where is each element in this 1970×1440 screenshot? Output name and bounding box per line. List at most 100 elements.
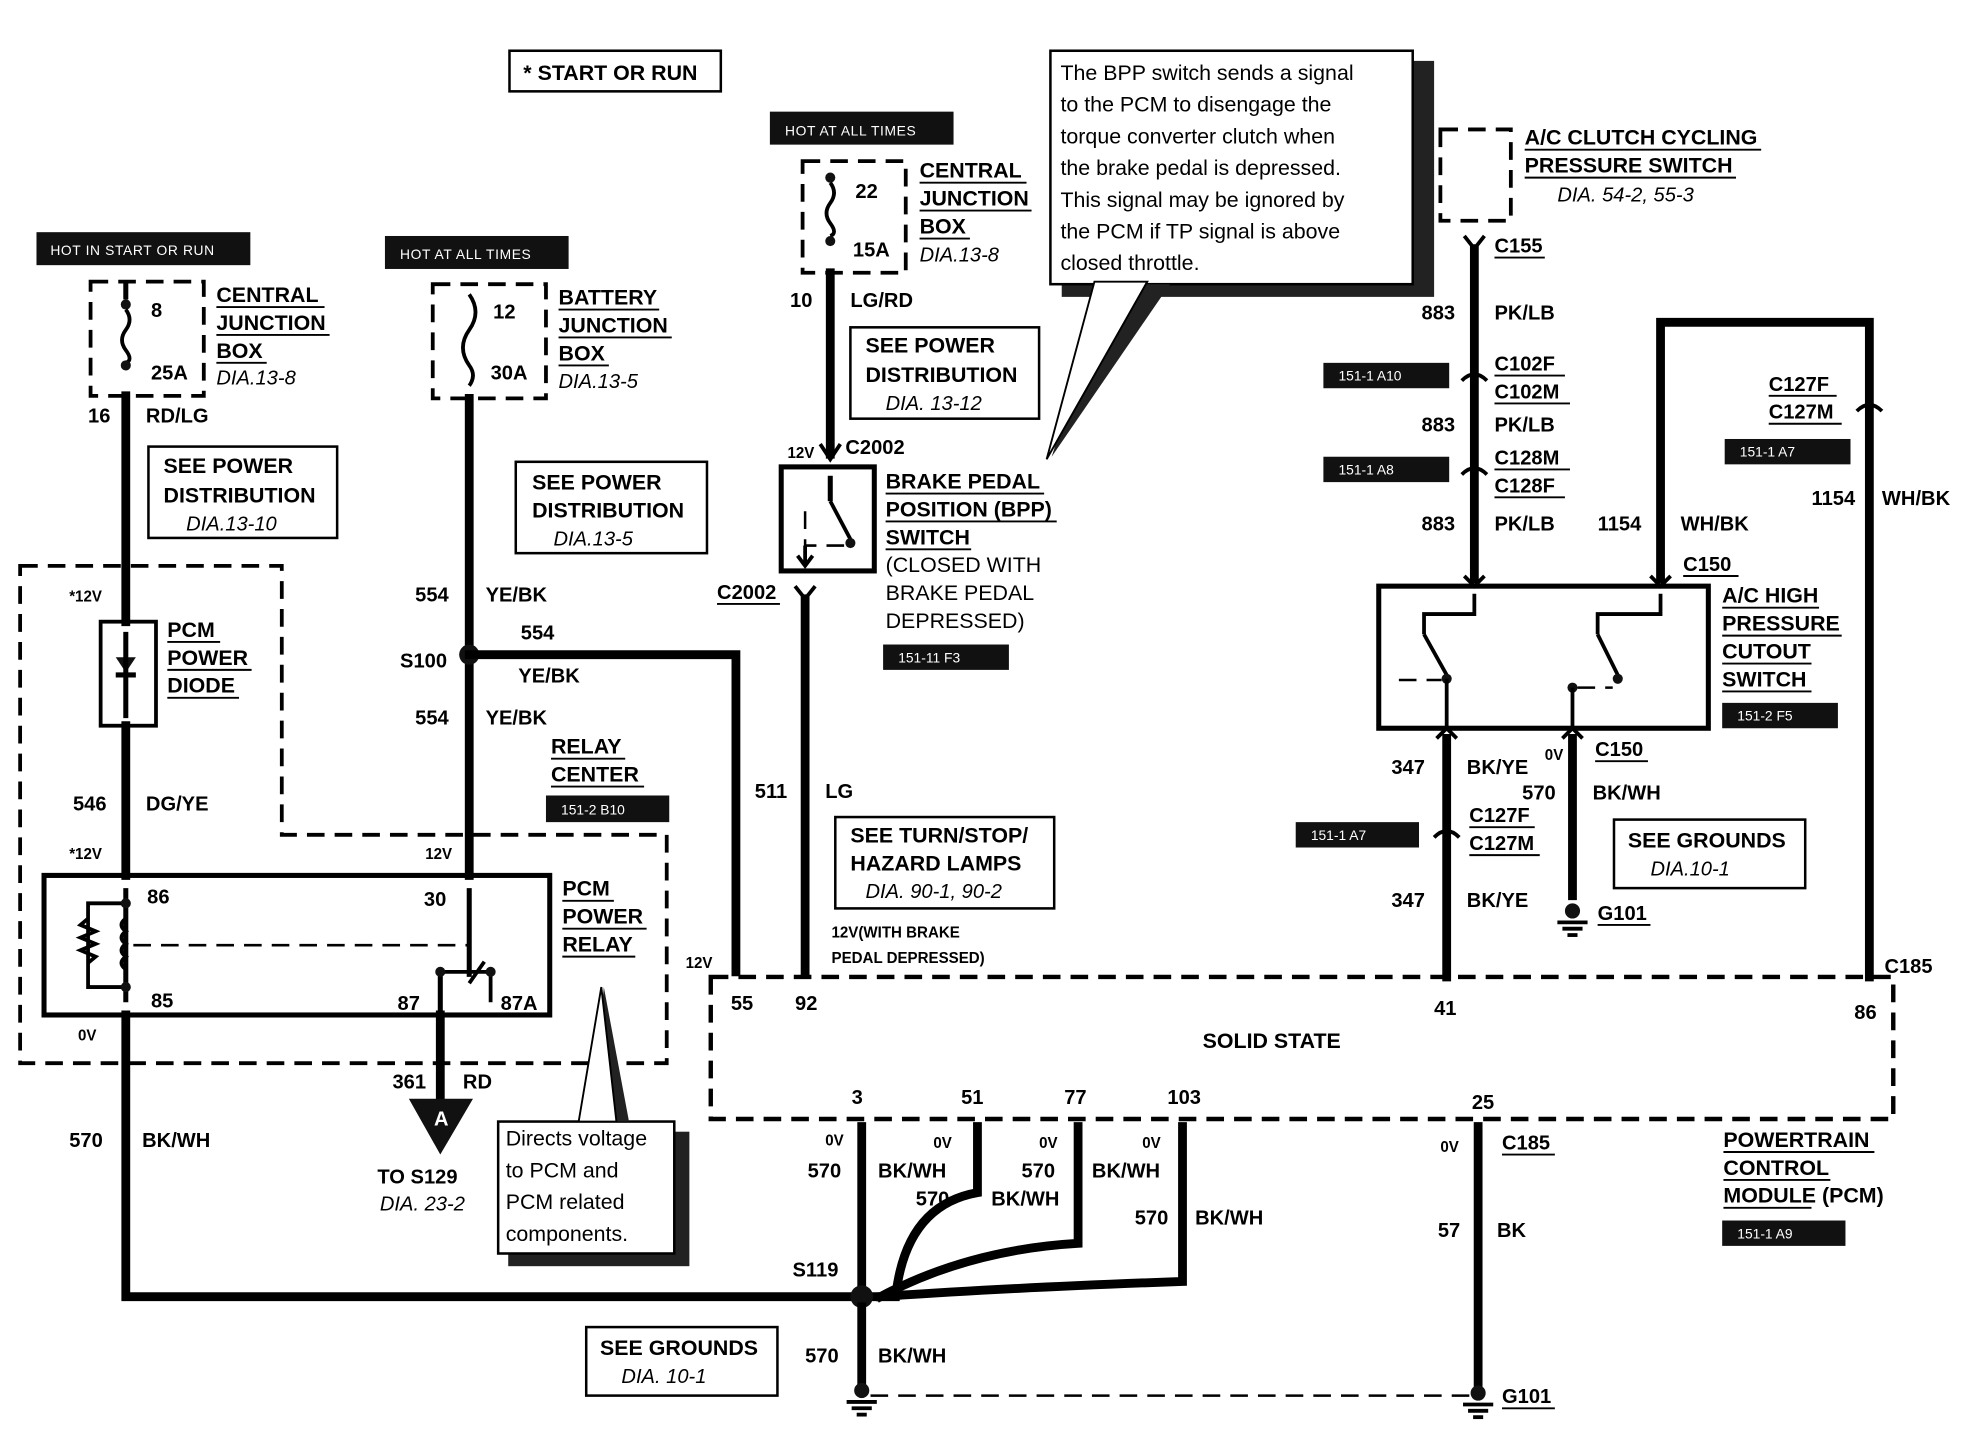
start-or-run-label: * START OR RUN [523,61,697,85]
fuse-icon [461,293,478,387]
grid-tag: 151-1 A7 [1311,827,1367,843]
bpp-note-line: the brake pedal is depressed. [1060,156,1340,180]
bjb-ref: DIA.13-5 [559,371,639,393]
relay-name-2: POWER [562,905,643,929]
wire-570g2-circuit: 570 [916,1188,950,1210]
relay-name-1: PCM [562,877,610,901]
power-distribution-ref-3: SEE POWER DISTRIBUTION DIA. 13-12 [849,326,1041,420]
ref-dia: DIA.10-1 [1650,858,1729,880]
wire-347b-color: BK/YE [1467,890,1528,912]
voltage-label: 12V [787,445,814,462]
cjb-name-1: CENTRAL [216,283,318,307]
bpp-note-line: This signal may be ignored by [1060,188,1344,212]
relay-center-2: CENTER [551,762,639,786]
grid-tag: 151-1 A7 [1740,444,1796,460]
cjb2-name-2: JUNCTION [920,186,1029,210]
fuse-icon [120,308,132,365]
wire-10-circuit: 10 [790,290,812,312]
wire-1154-circuit: 1154 [1598,513,1642,535]
relay-note-line: components. [506,1222,628,1246]
hot-tag-label: HOT AT ALL TIMES [785,123,916,139]
bpp-note-line: to the PCM to disengage the [1060,93,1331,117]
c2002-label-bottom: C2002 [717,582,776,604]
wire-347b-circuit: 347 [1391,890,1425,912]
cjb2-name-3: BOX [920,214,967,238]
ac-cycling-name-1: A/C CLUTCH CYCLING [1525,126,1758,150]
fuse-number: 22 [855,181,877,203]
ac-cycling-ref: DIA. 54-2, 55-3 [1557,185,1694,207]
wire-570r-circuit: 570 [1522,782,1556,804]
wire-883c-color: PK/LB [1494,513,1554,535]
relay-name-3: RELAY [562,932,632,956]
relay-note-line: to PCM and [506,1158,619,1182]
connector-c127-icon [1855,402,1884,413]
turn-stop-ref: SEE TURN/STOP/ HAZARD LAMPS DIA. 90-1, 9… [834,815,1056,910]
start-or-run-legend: * START OR RUN [508,49,723,93]
wire-554c-color: YE/BK [486,707,548,729]
voltage-label: PEDAL DEPRESSED) [832,950,985,967]
c150-label-top: C150 [1683,554,1731,576]
pcm-pin: 51 [961,1087,983,1109]
bjb-name-1: BATTERY [559,285,658,309]
pcm-power-diode: *12V PCM POWER DIODE [69,588,252,728]
bpp-name-4: (CLOSED WITH [886,553,1042,577]
fuse-number: 12 [493,301,515,323]
power-distribution-ref-2: SEE POWER DISTRIBUTION DIA.13-5 [514,460,709,555]
c185-label-bottom: C185 [1502,1132,1550,1154]
grid-tag: 151-1 A10 [1338,368,1401,384]
wire-546-circuit: 546 [73,794,107,816]
connector-c2002-icon [818,442,842,463]
cjb-hot-at-all-times: HOT AT ALL TIMES 22 15A CENTRAL JUNCTION… [769,111,1032,275]
relay-note-callout: Directs voltage to PCM and PCM related c… [496,986,690,1267]
ref-line2: DISTRIBUTION [865,363,1017,387]
pcm-pin: 41 [1434,998,1456,1020]
c155-label: C155 [1494,235,1542,257]
bpp-name-6: DEPRESSED) [886,609,1025,633]
relay-center-tag: 151-2 B10 [561,801,625,817]
wire-347-circuit: 347 [1391,757,1425,779]
ref-line2: DISTRIBUTION [164,483,316,507]
ac-high-name-1: A/C HIGH [1722,584,1818,608]
ref-line1: SEE GROUNDS [600,1336,758,1360]
wire-1154 [1656,317,1874,982]
c128f-label: C128F [1494,475,1554,497]
wire-554b-color: YE/BK [518,666,580,688]
diode-name-2: POWER [167,646,248,670]
c185-label-top: C185 [1884,956,1932,978]
wire-57-circuit: 57 [1438,1220,1460,1242]
bpp-note-callout: The BPP switch sends a signal to the PCM… [1045,49,1435,460]
wire-570bot-color: BK/WH [878,1346,946,1368]
cjb2-ref: DIA.13-8 [920,244,1000,266]
bpp-name-2: POSITION (BPP) [886,497,1052,521]
wire-554-circuit: 554 [415,584,449,606]
wire-361-circuit: 361 [392,1071,426,1093]
ground-s119-icon [846,1382,877,1417]
to-s129-label: TO S129 [377,1167,457,1189]
bpp-switch: BRAKE PEDAL POSITION (BPP) SWITCH (CLOSE… [778,464,1057,670]
bpp-note-line: closed throttle. [1060,251,1199,275]
pcm-name-3: MODULE (PCM) [1723,1184,1883,1208]
wire-570g3-circuit: 570 [1021,1160,1055,1182]
cjb-name-2: JUNCTION [216,311,325,335]
cjb-name-3: BOX [216,339,263,363]
to-s129-ref: DIA. 23-2 [380,1193,465,1215]
ref-line1: SEE POWER [532,471,662,495]
diode-name-1: PCM [167,618,215,642]
voltage-label: 0V [1142,1135,1160,1152]
relay-center-1: RELAY [551,735,621,759]
bpp-tag: 151-11 F3 [898,649,960,665]
wire-10-color: LG/RD [850,290,913,312]
ref-line1: SEE TURN/STOP/ [850,823,1028,847]
wire-570g4-circuit: 570 [1135,1207,1169,1229]
relay-center-label: RELAY CENTER 151-2 B10 [545,735,670,823]
pcm-pin: 77 [1064,1087,1086,1109]
c127m-b-label: C127M [1469,833,1534,855]
ac-high-name-4: SWITCH [1722,667,1806,691]
wire-347-color: BK/YE [1467,757,1528,779]
pcm-solid-state-label: SOLID STATE [1203,1029,1341,1053]
hot-tag-label: HOT IN START OR RUN [50,242,214,258]
ac-high-pressure-switch: A/C HIGH PRESSURE CUTOUT SWITCH 151-2 F5 [1376,584,1842,731]
wire-554b-circuit: 554 [521,622,555,644]
bpp-name-5: BRAKE PEDAL [886,581,1035,605]
wire-1154b-circuit: 1154 [1811,488,1855,510]
